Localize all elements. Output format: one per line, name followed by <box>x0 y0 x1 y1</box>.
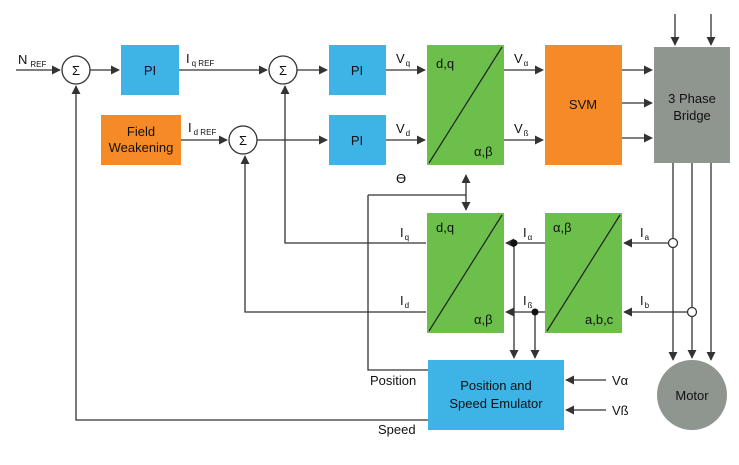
ia-label: Ia <box>640 225 650 242</box>
v-beta-label: Vß <box>514 121 529 138</box>
svg-text:PI: PI <box>144 63 156 78</box>
pi-iq-block: PI <box>329 45 386 95</box>
speed-label: Speed <box>378 422 416 437</box>
i-beta-label: Iß <box>523 293 533 310</box>
sum-junction-speed: Σ <box>61 55 91 85</box>
sum-junction-id: Σ <box>228 125 258 155</box>
svg-text:Σ: Σ <box>72 63 80 78</box>
svg-text:d,q: d,q <box>436 56 454 71</box>
field-weakening-block: Field Weakening <box>101 115 181 165</box>
svg-text:α,β: α,β <box>553 220 572 235</box>
position-label: Position <box>370 373 416 388</box>
svg-text:a,b,c: a,b,c <box>585 312 614 327</box>
svg-text:Speed Emulator: Speed Emulator <box>449 396 543 411</box>
pi-id-block: PI <box>329 115 386 165</box>
vq-label: Vq <box>396 51 410 68</box>
i-alpha-label: Iα <box>523 225 533 242</box>
svg-text:Position and: Position and <box>460 378 532 393</box>
svg-text:Σ: Σ <box>239 133 247 148</box>
id-feedback-label: Id <box>400 293 409 310</box>
junction-dot <box>510 239 518 247</box>
svg-text:PI: PI <box>351 133 363 148</box>
position-speed-emulator-block: Position and Speed Emulator <box>428 360 564 430</box>
vd-label: Vd <box>396 121 410 138</box>
svg-text:Bridge: Bridge <box>673 108 711 123</box>
svg-text:Weakening: Weakening <box>109 140 174 155</box>
svg-text:Field: Field <box>127 124 155 139</box>
current-sensor-b <box>686 306 698 318</box>
iq-feedback-label: Iq <box>400 225 409 242</box>
svg-text:3 Phase: 3 Phase <box>668 91 716 106</box>
pi-speed-block: PI <box>121 45 179 95</box>
current-sensor-a <box>667 237 679 249</box>
junctions <box>510 237 698 318</box>
sum-junction-iq: Σ <box>268 55 298 85</box>
wires <box>16 14 716 421</box>
svg-text:PI: PI <box>351 63 363 78</box>
svg-text:Σ: Σ <box>279 63 287 78</box>
inverse-park-block: d,q α,β <box>427 45 504 165</box>
svm-block: SVM <box>545 45 622 165</box>
svg-text:Motor: Motor <box>675 388 709 403</box>
svg-text:d,q: d,q <box>436 220 454 235</box>
emulator-v-beta-input-label: Vß <box>612 403 629 418</box>
svg-text:α,β: α,β <box>474 144 493 159</box>
motor: Motor <box>657 360 727 430</box>
park-block: d,q α,β <box>427 213 504 333</box>
theta-label: ϴ <box>396 171 406 186</box>
three-phase-bridge-block: 3 Phase Bridge <box>654 47 730 163</box>
emulator-v-alpha-input-label: Vα <box>612 373 629 388</box>
junction-dot <box>531 308 539 316</box>
svg-text:α,β: α,β <box>474 312 493 327</box>
clarke-block: α,β a,b,c <box>545 213 622 333</box>
v-alpha-label: Vα <box>514 51 529 68</box>
svg-text:SVM: SVM <box>569 97 597 112</box>
ib-label: Ib <box>640 293 650 310</box>
